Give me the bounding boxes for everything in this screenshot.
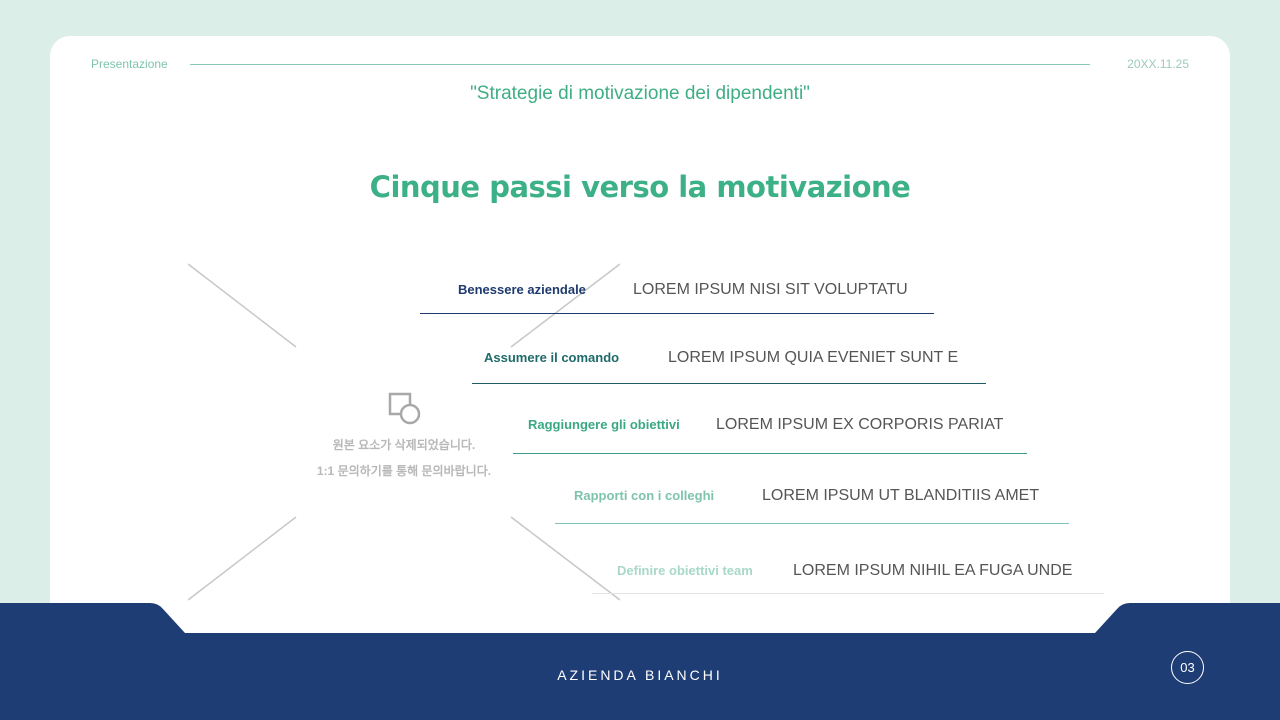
footer-band: [0, 603, 1280, 720]
step-underline: [592, 593, 1104, 594]
step-text: LOREM IPSUM QUIA EVENIET SUNT E: [668, 349, 959, 366]
step-text: LOREM IPSUM UT BLANDITIIS AMET: [762, 487, 1040, 504]
company-name: AZIENDA BIANCHI: [557, 667, 723, 683]
step-underline: [513, 453, 1027, 454]
placeholder-cross-lines: [188, 263, 620, 601]
step-label: Definire obiettivi team: [617, 563, 753, 578]
step-label: Benessere aziendale: [458, 282, 586, 297]
step-text: LOREM IPSUM EX CORPORIS PARIAT: [716, 416, 1004, 433]
step-label: Raggiungere gli obiettivi: [528, 417, 680, 432]
step-row-3: Raggiungere gli obiettivi LOREM IPSUM EX…: [513, 397, 1027, 454]
presentation-label: Presentazione: [91, 57, 168, 71]
step-row-1: Benessere aziendale LOREM IPSUM NISI SIT…: [420, 262, 934, 314]
slide-title: Cinque passi verso la motivazione: [369, 170, 911, 204]
placeholder-text-line1: 원본 요소가 삭제되었습니다.: [332, 438, 476, 452]
step-row-4: Rapporti con i colleghi LOREM IPSUM UT B…: [555, 468, 1069, 524]
shapes-icon: [388, 392, 421, 425]
step-underline: [420, 313, 934, 314]
step-text: LOREM IPSUM NISI SIT VOLUPTATU: [633, 281, 908, 298]
placeholder-text-line2: 1:1 문의하기를 통해 문의바랍니다.: [316, 464, 492, 478]
step-underline: [555, 523, 1069, 524]
step-text: LOREM IPSUM NIHIL EA FUGA UNDE: [793, 562, 1073, 579]
deleted-image-placeholder: 원본 요소가 삭제되었습니다. 1:1 문의하기를 통해 문의바랍니다.: [188, 262, 620, 602]
page-number-badge: 03: [1171, 651, 1204, 684]
slide-card: [50, 36, 1230, 636]
header-divider: [190, 64, 1090, 65]
step-row-5: Definire obiettivi team LOREM IPSUM NIHI…: [592, 543, 1104, 594]
step-row-2: Assumere il comando LOREM IPSUM QUIA EVE…: [472, 330, 986, 384]
slide-subtitle: "Strategie di motivazione dei dipendenti…: [470, 83, 810, 104]
step-label: Rapporti con i colleghi: [574, 488, 715, 503]
step-label: Assumere il comando: [484, 350, 620, 365]
date-label: 20XX.11.25: [1127, 57, 1189, 71]
step-underline: [472, 383, 986, 384]
footer-shape: [0, 603, 1280, 720]
